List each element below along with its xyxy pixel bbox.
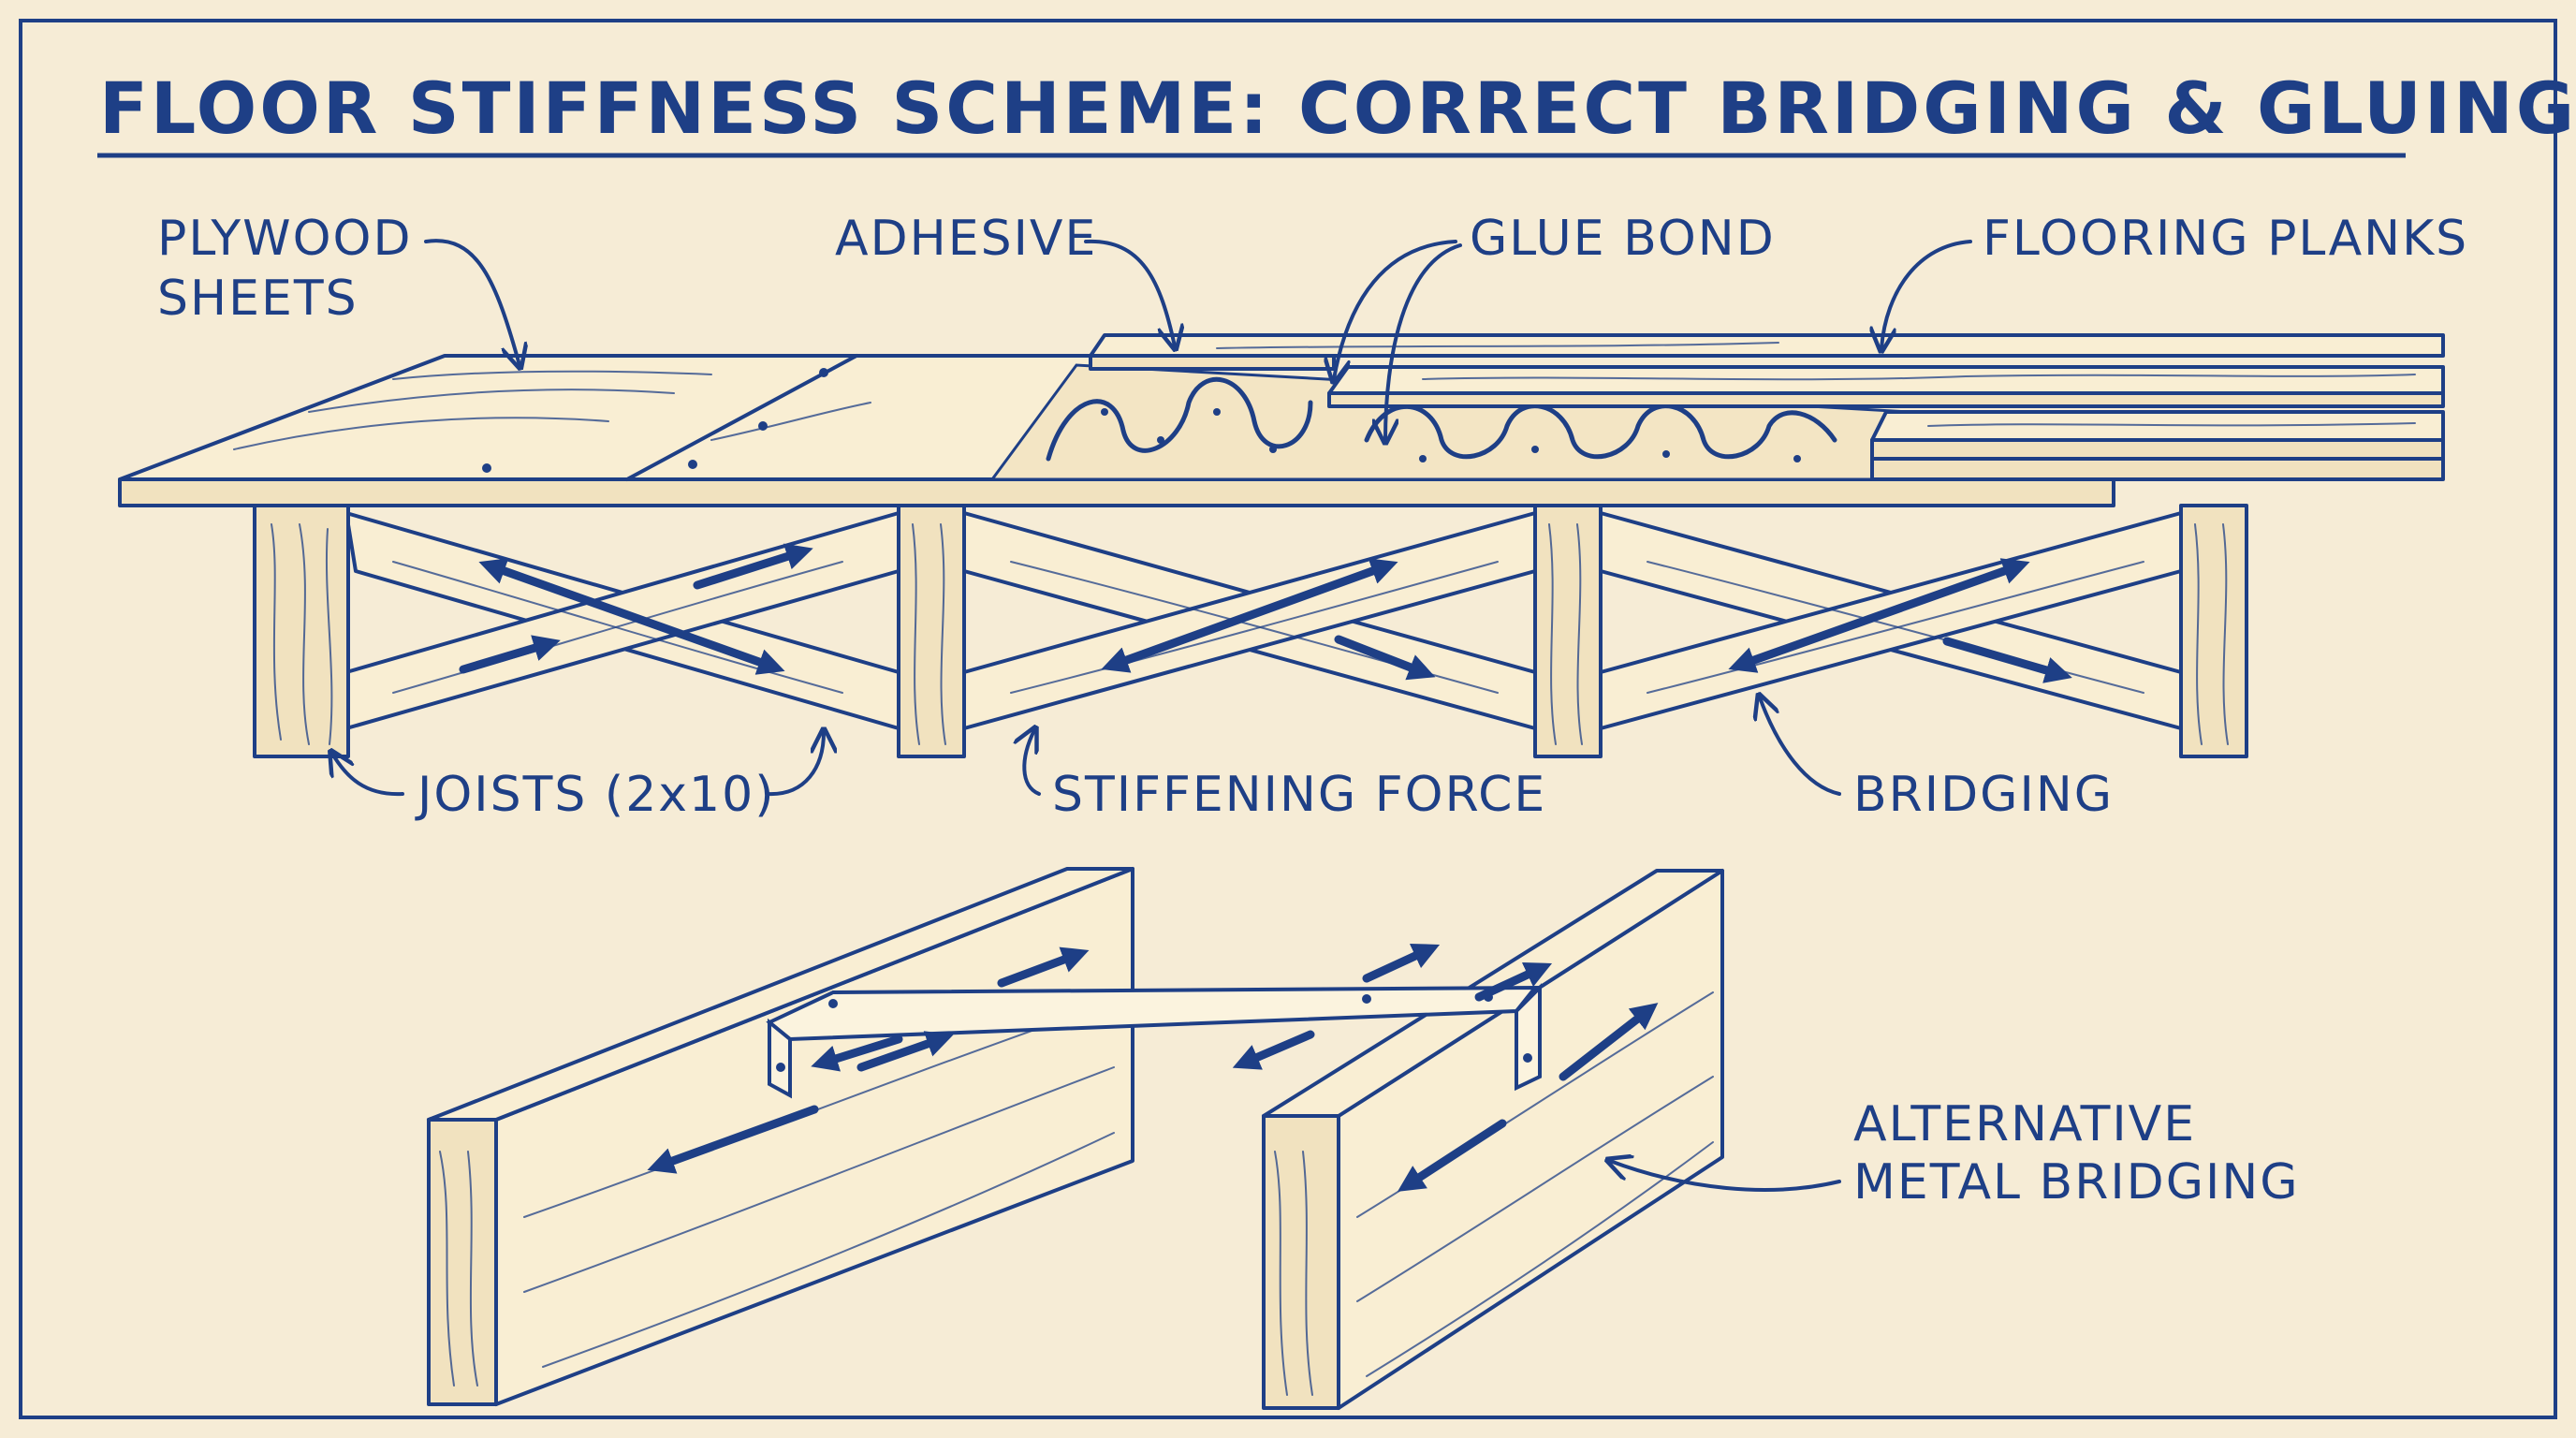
title: FLOOR STIFFNESS SCHEME: CORRECT BRIDGING… bbox=[99, 66, 2576, 150]
stiffening-force-arrows bbox=[459, 543, 2072, 683]
joist-2 bbox=[897, 504, 966, 758]
metal-bridging-arrows bbox=[647, 943, 1659, 1192]
floor-assembly bbox=[118, 333, 2445, 758]
right-joist bbox=[1262, 869, 1724, 1410]
bridging-set bbox=[344, 511, 2183, 730]
flooring-planks bbox=[1089, 333, 2445, 481]
label-glue-bond: GLUE BOND bbox=[1334, 211, 1776, 440]
left-joist bbox=[427, 867, 1134, 1406]
svg-text:SHEETS: SHEETS bbox=[157, 271, 359, 327]
label-plywood-sheets: PLYWOOD SHEETS bbox=[157, 211, 520, 365]
svg-text:STIFFENING FORCE: STIFFENING FORCE bbox=[1052, 767, 1546, 823]
label-stiffening-force: STIFFENING FORCE bbox=[1024, 730, 1546, 823]
joist-3 bbox=[1533, 504, 1603, 758]
joist-4 bbox=[2179, 504, 2248, 758]
frame-border bbox=[19, 19, 2557, 1419]
svg-text:FLOORING PLANKS: FLOORING PLANKS bbox=[1983, 211, 2468, 267]
label-adhesive: ADHESIVE bbox=[835, 211, 1175, 346]
metal-bridging-detail bbox=[427, 867, 1724, 1410]
svg-text:ADHESIVE: ADHESIVE bbox=[835, 211, 1097, 267]
svg-text:JOISTS (2x10): JOISTS (2x10) bbox=[415, 767, 776, 823]
label-flooring-planks: FLOORING PLANKS bbox=[1881, 211, 2468, 348]
joist-1 bbox=[253, 504, 350, 758]
label-joists: JOISTS (2x10) bbox=[332, 732, 824, 823]
svg-text:PLYWOOD: PLYWOOD bbox=[157, 211, 413, 267]
svg-text:GLUE BOND: GLUE BOND bbox=[1470, 211, 1776, 267]
svg-text:BRIDGING: BRIDGING bbox=[1853, 767, 2114, 823]
svg-text:ALTERNATIVE: ALTERNATIVE bbox=[1853, 1096, 2196, 1152]
svg-text:METAL BRIDGING: METAL BRIDGING bbox=[1853, 1154, 2300, 1211]
metal-strap bbox=[766, 983, 1542, 1099]
label-bridging: BRIDGING bbox=[1760, 697, 2114, 823]
label-metal-bridging: ALTERNATIVE METAL BRIDGING bbox=[1610, 1096, 2300, 1211]
